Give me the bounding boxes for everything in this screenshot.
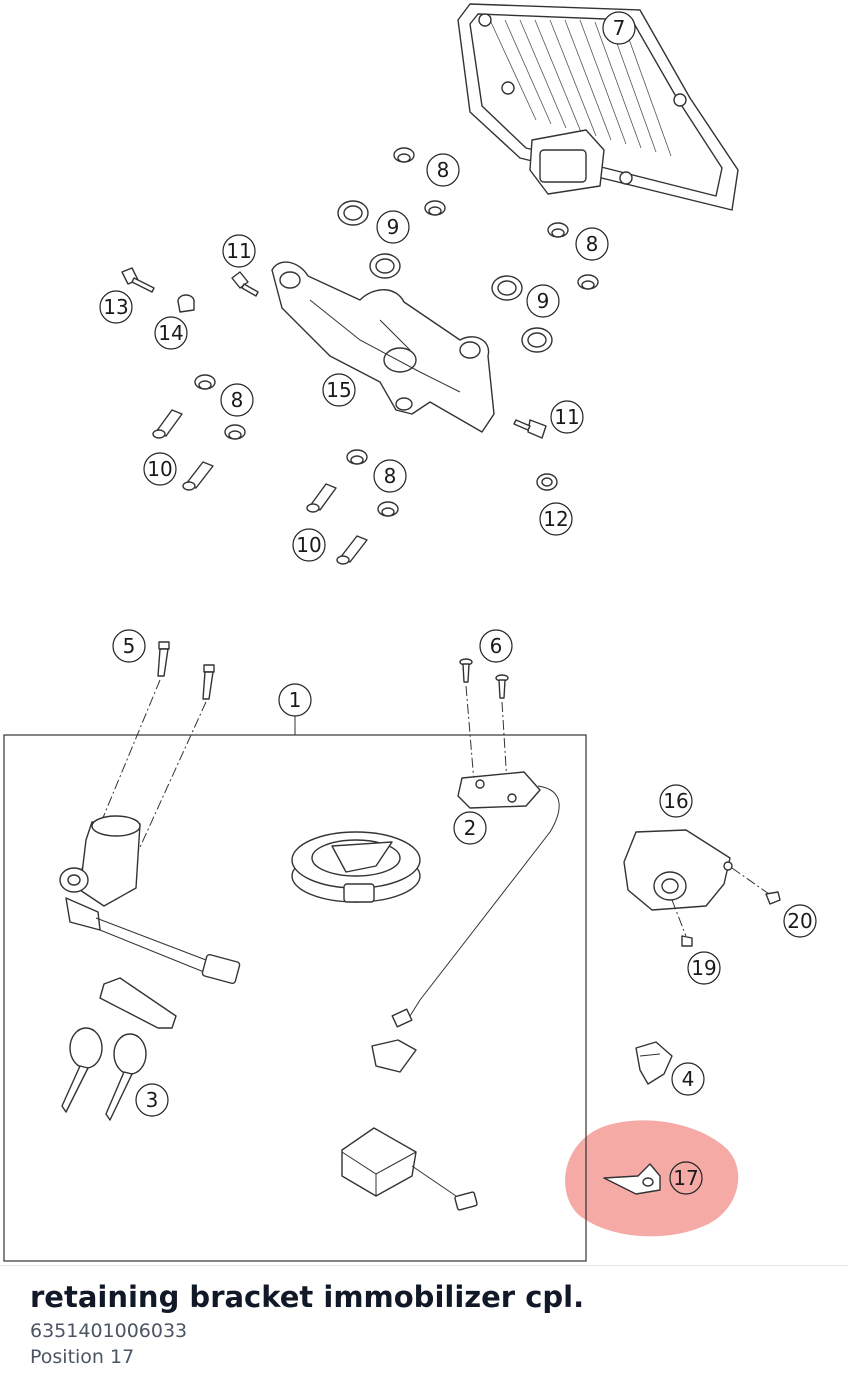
sleeve-part[interactable] — [177, 294, 195, 313]
callout[interactable]: 20 — [783, 904, 817, 938]
callout[interactable]: 4 — [671, 1062, 705, 1096]
rubber-grommet-part[interactable] — [536, 473, 558, 491]
key-fob-part[interactable] — [99, 977, 177, 1029]
key-part[interactable] — [61, 1027, 147, 1121]
callout[interactable]: 1 — [278, 683, 312, 717]
grommet-part[interactable] — [194, 147, 599, 517]
callout[interactable]: 9 — [526, 284, 560, 318]
svg-text:9: 9 — [387, 215, 400, 239]
callout[interactable]: 8 — [426, 153, 460, 187]
svg-text:8: 8 — [231, 388, 244, 412]
svg-text:16: 16 — [663, 789, 688, 813]
part-number: 6351401006033 — [30, 1320, 188, 1342]
callout[interactable]: 13 — [99, 290, 133, 324]
svg-text:15: 15 — [326, 378, 351, 402]
callout[interactable]: 8 — [220, 383, 254, 417]
callout[interactable]: 7 — [602, 11, 636, 45]
part-position: Position 17 — [30, 1346, 135, 1368]
callout[interactable]: 8 — [373, 459, 407, 493]
callout[interactable]: 16 — [659, 784, 693, 818]
svg-text:5: 5 — [123, 634, 136, 658]
svg-text:9: 9 — [537, 289, 550, 313]
screw-part[interactable] — [121, 267, 547, 439]
svg-text:10: 10 — [296, 533, 321, 557]
fuel-cap-part[interactable] — [291, 831, 421, 903]
exploded-parts-diagram: 7 8 9 8 11 9 13 14 8 15 11 10 8 12 10 5 … — [3, 3, 817, 1262]
control-unit-part[interactable] — [341, 1127, 478, 1211]
svg-text:3: 3 — [146, 1088, 159, 1112]
svg-text:12: 12 — [543, 507, 568, 531]
svg-text:11: 11 — [554, 405, 579, 429]
callout[interactable]: 5 — [112, 629, 146, 663]
pin-part[interactable] — [152, 409, 368, 565]
callout[interactable]: 12 — [539, 502, 573, 536]
immobilizer-cover-part[interactable] — [623, 829, 773, 937]
callout[interactable]: 11 — [222, 234, 256, 268]
retaining-bracket-immobilizer-part[interactable] — [603, 1163, 661, 1195]
kit-boundary-box — [3, 734, 587, 1262]
svg-text:14: 14 — [158, 321, 183, 345]
part-info-panel: retaining bracket immobilizer cpl. 63514… — [0, 1265, 848, 1391]
callout[interactable]: 10 — [143, 452, 177, 486]
callout-selected[interactable]: 17 — [669, 1161, 703, 1195]
svg-text:11: 11 — [226, 239, 251, 263]
svg-text:8: 8 — [384, 464, 397, 488]
svg-text:8: 8 — [586, 232, 599, 256]
bracket-part[interactable] — [271, 261, 495, 433]
svg-text:10: 10 — [147, 457, 172, 481]
clip-bracket-part[interactable] — [635, 1041, 673, 1085]
svg-text:4: 4 — [682, 1067, 695, 1091]
svg-text:7: 7 — [613, 16, 626, 40]
connector-clip-part[interactable] — [371, 1039, 417, 1073]
svg-text:13: 13 — [103, 295, 128, 319]
svg-text:20: 20 — [787, 909, 812, 933]
ignition-lock-part[interactable] — [59, 815, 241, 985]
callout[interactable]: 2 — [453, 811, 487, 845]
callout[interactable]: 19 — [687, 951, 721, 985]
callout[interactable]: 14 — [154, 316, 188, 350]
svg-text:6: 6 — [490, 634, 503, 658]
callout[interactable]: 3 — [135, 1083, 169, 1117]
part-title: retaining bracket immobilizer cpl. — [30, 1280, 585, 1314]
instrument-cluster-part[interactable] — [457, 3, 739, 211]
callout[interactable]: 9 — [376, 210, 410, 244]
svg-text:2: 2 — [464, 816, 477, 840]
callout[interactable]: 8 — [575, 227, 609, 261]
callout[interactable]: 10 — [292, 528, 326, 562]
svg-text:17: 17 — [673, 1166, 698, 1190]
svg-text:8: 8 — [437, 158, 450, 182]
callout[interactable]: 6 — [479, 629, 513, 663]
svg-text:1: 1 — [289, 688, 302, 712]
callout[interactable]: 11 — [550, 400, 584, 434]
sensor-part[interactable] — [391, 771, 560, 1028]
callout[interactable]: 15 — [322, 373, 356, 407]
cover-screw-part[interactable] — [681, 891, 781, 947]
svg-text:19: 19 — [691, 956, 716, 980]
rubber-damper-part[interactable] — [337, 200, 553, 353]
